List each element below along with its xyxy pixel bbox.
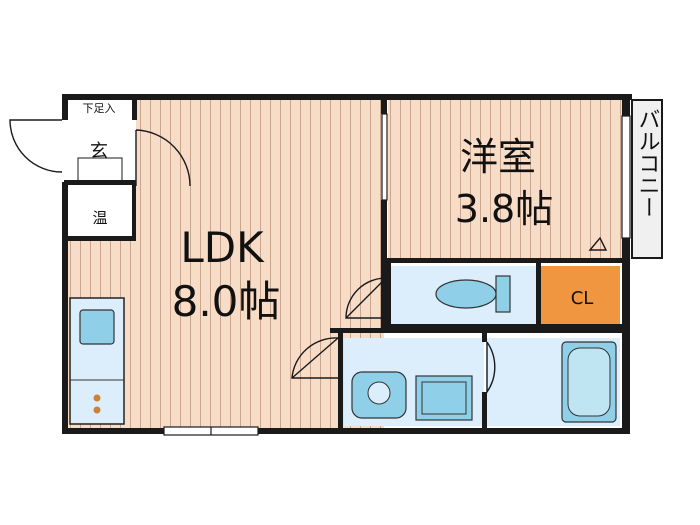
door-swing-icon — [588, 236, 608, 251]
entry-step — [77, 157, 123, 183]
entrance-label: 玄 — [90, 141, 108, 162]
bedroom-size: 3.8帖 — [455, 187, 553, 231]
stove-icon — [93, 406, 101, 414]
water-heater-box — [68, 196, 132, 236]
closet — [540, 266, 620, 328]
washbasin-bowl — [367, 381, 391, 405]
balcony-label: バルコニー — [635, 108, 660, 218]
entrance-floor — [68, 120, 132, 180]
toilet-icon — [435, 279, 497, 309]
door-swing-icon — [9, 119, 63, 173]
washing-machine-pan — [415, 375, 473, 421]
sink-icon — [79, 309, 115, 345]
closet-label: CL — [571, 288, 594, 309]
stove-icon — [93, 394, 101, 402]
door-swing-icon — [486, 341, 496, 395]
door-swing-icon — [345, 277, 387, 319]
door-swing-icon — [135, 129, 191, 187]
water-heater-label: 温 — [92, 209, 107, 227]
balcony — [631, 99, 663, 259]
shoe-box-label: 下足入 — [83, 102, 116, 115]
ldk-size: 8.0帖 — [172, 277, 281, 326]
bedroom-name: 洋室 — [460, 135, 536, 179]
bedroom-floor — [388, 98, 628, 262]
door-swing-icon — [291, 337, 339, 379]
toilet-tank — [495, 275, 511, 313]
window-icon — [163, 113, 631, 436]
ldk-name: LDK — [180, 223, 265, 272]
